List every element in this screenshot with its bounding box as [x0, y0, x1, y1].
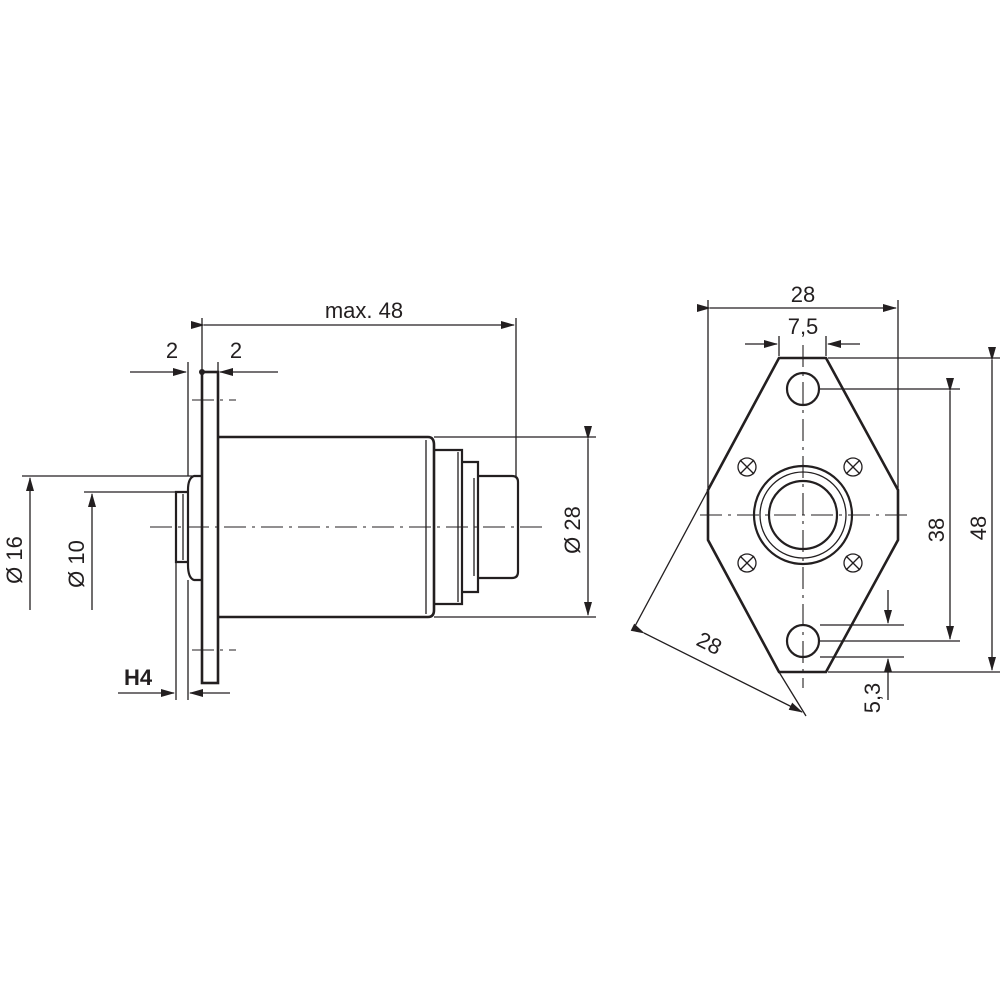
cam-tongue — [478, 474, 520, 580]
dim-hole-offset: 5,3 — [860, 683, 885, 714]
dim-slot-width: 7,5 — [788, 314, 819, 339]
cylinder-body — [218, 435, 436, 619]
key-head — [174, 490, 188, 564]
front-view: 28 7,5 38 48 28 5,3 — [630, 282, 1000, 717]
dim-width: 28 — [791, 282, 815, 307]
dim-flange-right: 2 — [230, 338, 242, 363]
dim-body-diameter: Ø 28 — [560, 506, 585, 554]
dim-hole-spacing: 38 — [924, 518, 949, 542]
side-view: max. 48 2 2 Ø 16 Ø 10 Ø 28 H4 — [2, 298, 596, 700]
dim-outer-diameter: Ø 16 — [2, 536, 27, 584]
flange-outline — [706, 356, 900, 674]
dim-inner-diameter: Ø 10 — [64, 540, 89, 588]
dim-flange-left: 2 — [166, 338, 178, 363]
dim-key-size: H4 — [124, 665, 153, 690]
dim-edge-length: 28 — [693, 627, 726, 660]
front-bezel — [186, 474, 202, 582]
dim-overall-length: max. 48 — [325, 298, 403, 323]
dim-height: 48 — [966, 516, 991, 540]
collar-small — [462, 460, 480, 594]
rivets — [737, 457, 863, 573]
